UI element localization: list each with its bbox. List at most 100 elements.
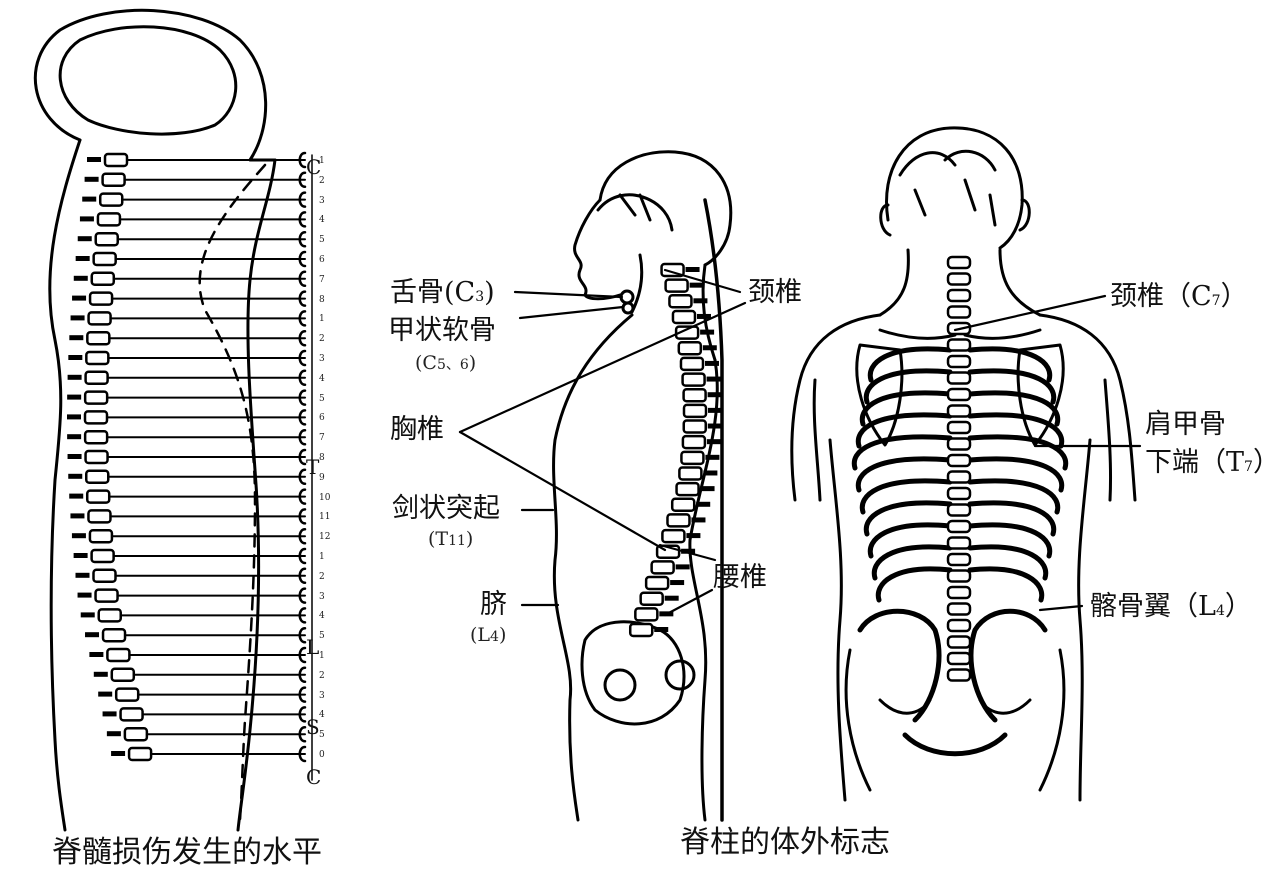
segment-number: 3 <box>319 591 325 602</box>
segment-number: 1 <box>319 651 325 661</box>
label-cervical-c7: 颈椎（C7） <box>1110 282 1248 316</box>
segment-number: 2 <box>319 175 325 186</box>
segment-tick <box>298 270 307 288</box>
vertebra <box>114 687 140 702</box>
side-spinous-process <box>702 345 717 351</box>
vertebra <box>84 370 109 386</box>
segment-tick <box>298 171 307 189</box>
side-vertebra <box>664 278 689 293</box>
scapula-text: 下端（T <box>1145 447 1245 478</box>
side-spinous-process <box>707 407 722 413</box>
label-navel: 脐 <box>480 589 507 620</box>
spinous-process <box>98 691 113 697</box>
front-outline <box>236 158 277 832</box>
vertebra <box>123 726 149 742</box>
side-vertebra <box>670 497 696 513</box>
segment-tick <box>298 468 307 486</box>
back-outline <box>48 138 82 832</box>
segment-number: 5 <box>319 393 325 404</box>
segment-number: 2 <box>319 670 325 681</box>
front-body-dashed <box>198 163 267 822</box>
rib-left <box>855 456 953 493</box>
side-vertebra <box>682 419 708 434</box>
segment-letter: C <box>306 765 322 789</box>
segment-tick <box>298 369 307 387</box>
back-vertebra <box>946 404 972 418</box>
side-spinous-process <box>705 454 720 460</box>
vertebra <box>94 588 119 603</box>
leader-lumbar-1 <box>658 543 717 562</box>
segment-number: 7 <box>319 433 325 444</box>
side-spinous-process <box>691 517 706 523</box>
label-hyoid: 舌骨(C3) <box>390 278 495 312</box>
segment-number: 5 <box>319 631 325 642</box>
back-vertebra <box>946 486 972 501</box>
spinous-process <box>73 275 88 281</box>
segment-number: 4 <box>319 710 325 721</box>
leader-iliac <box>1038 604 1084 612</box>
side-vertebra <box>674 325 700 340</box>
segment-number: 1 <box>319 314 325 325</box>
spinous-process <box>67 374 82 380</box>
spinous-process <box>89 652 104 657</box>
back-vertebra <box>946 519 972 534</box>
vertebra <box>97 608 122 623</box>
label-hyoid-text: 舌骨(C <box>390 277 476 308</box>
hip-bones <box>844 648 1066 792</box>
vertebra <box>85 350 110 366</box>
label-thyroid-level: (C5、6) <box>415 352 476 376</box>
spinous-process <box>69 493 84 499</box>
back-vertebra <box>946 668 972 682</box>
side-vertebra <box>634 607 659 622</box>
side-vertebra <box>681 434 707 450</box>
vertebra <box>94 231 119 247</box>
segment-number: 4 <box>319 611 325 622</box>
rib-left <box>867 346 953 383</box>
vertebra <box>92 568 117 584</box>
vertebra <box>92 251 117 267</box>
segment-tick <box>298 230 307 248</box>
side-spinous-process <box>700 329 715 335</box>
back-vertebra <box>946 354 972 369</box>
xiphoid-level-num: 11 <box>448 533 466 549</box>
vertebra <box>88 528 114 544</box>
c7-num: 7 <box>1211 293 1221 309</box>
segment-tick <box>298 547 307 565</box>
back-hair <box>898 149 997 227</box>
segment-tick <box>298 706 307 723</box>
segment-tick <box>298 389 307 406</box>
side-vertebra <box>671 309 697 325</box>
vertebra <box>98 192 124 207</box>
iliac-text: 髂骨翼（L <box>1090 591 1216 622</box>
back-waist <box>828 438 1092 802</box>
spinous-process <box>70 513 85 519</box>
segment-tick <box>298 666 307 684</box>
back-arms <box>812 378 1113 502</box>
vertebra <box>84 449 109 465</box>
side-hair <box>596 193 674 232</box>
segment-number: 3 <box>319 195 325 206</box>
leader-lines <box>458 268 1142 617</box>
segment-tick <box>298 310 307 327</box>
rib-left <box>867 522 953 559</box>
segment-tick <box>298 329 307 347</box>
segment-letter: S <box>306 715 320 739</box>
spinous-process <box>82 196 97 202</box>
side-vertebra <box>650 560 675 575</box>
side-vertebra <box>682 403 708 419</box>
back-vertebra <box>946 255 972 270</box>
brain-outline <box>58 25 238 136</box>
left-caption: 脊髓损伤发生的水平 <box>52 835 322 870</box>
rib-left <box>851 434 953 471</box>
segment-tick <box>298 745 307 763</box>
segment-tick <box>298 211 307 228</box>
segment-tick <box>298 725 307 743</box>
side-body-figure <box>552 150 733 822</box>
side-vertebra <box>668 294 693 309</box>
segment-letter: T <box>306 455 320 479</box>
segment-number: 6 <box>319 413 325 424</box>
back-vertebra <box>946 552 972 567</box>
segment-tick <box>298 527 307 545</box>
side-spinous-process <box>686 533 701 539</box>
segment-number: 1 <box>319 156 325 166</box>
